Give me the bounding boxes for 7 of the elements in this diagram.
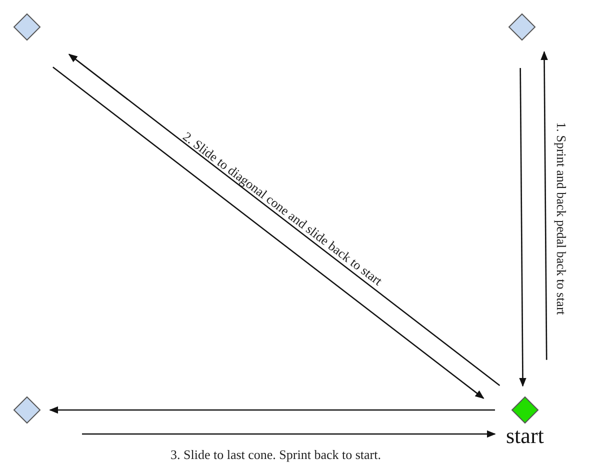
arrow [49, 406, 495, 414]
edge-label: 1. Sprint and back pedal back to start [554, 122, 568, 315]
node-label: start [506, 425, 544, 447]
arrow [540, 50, 548, 360]
edge-label: 3. Slide to last cone. Sprint back to start. [170, 448, 381, 460]
arrow [82, 430, 496, 438]
arrow [519, 68, 526, 387]
